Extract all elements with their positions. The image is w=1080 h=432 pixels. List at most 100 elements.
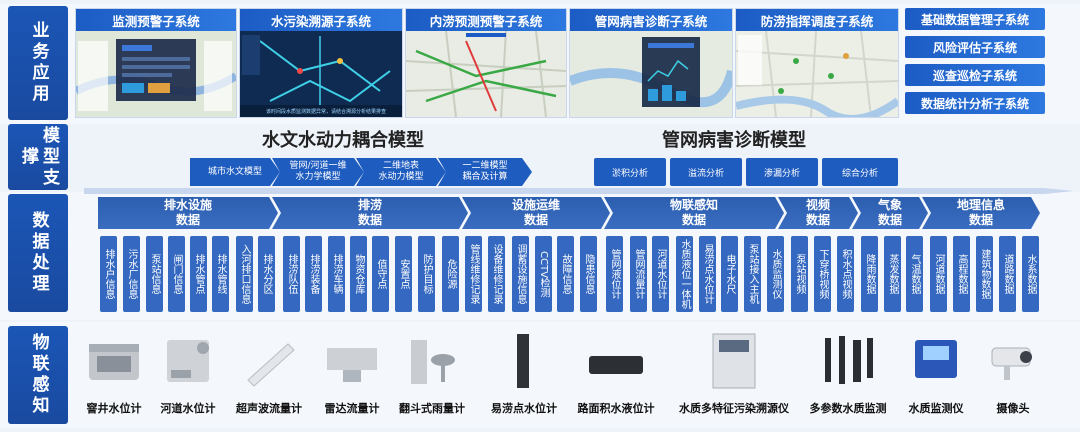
subsystem-screenshot-city-map [736, 31, 898, 117]
data-item: 危险源 [442, 236, 459, 312]
subsystem-screenshot-network: 该时间段水质监测数据异常，请结合溯源分析结果排查 [240, 31, 402, 117]
data-item: CCTV检测 [535, 236, 552, 312]
data-item: 防护目标 [418, 236, 435, 312]
data-item: 物资仓库 [350, 236, 367, 312]
pipe-step-leakage: 渗漏分析 [746, 158, 818, 186]
data-item: 泵站信息 [146, 236, 163, 312]
pipe-step-silting: 淤积分析 [594, 158, 666, 186]
subsystem-card-dispatch[interactable]: 防涝指挥调度子系统 [735, 8, 899, 118]
category-video: 视频 数据 [778, 197, 858, 229]
data-item: 气温数据 [906, 236, 923, 312]
hydro-step-1: 城市水文模型 [190, 158, 280, 186]
category-iot: 物联感知 数据 [604, 197, 784, 229]
hydro-step-3: 二维地表 水动力模型 [356, 158, 446, 186]
row-label-iot: 物联感知 [8, 326, 68, 424]
device-waterlogging-level: 易涝点水位计 [484, 330, 564, 416]
subsystem-title: 监测预警子系统 [76, 9, 236, 31]
device-label: 翻斗式雨量计 [399, 402, 465, 415]
camera-icon [991, 347, 1032, 380]
category-drainage: 排水设施 数据 [98, 197, 278, 229]
data-item: 调蓄设施信息 [512, 236, 529, 312]
step-label: 耦合及计算 [462, 172, 508, 182]
category-label: 地理信息 [956, 198, 1005, 212]
row-label-application: 业务应用 [8, 6, 68, 120]
device-label: 窨井水位计 [86, 402, 142, 415]
hydro-model-title: 水文水动力耦合模型 [262, 130, 424, 151]
data-item: 管线维修记录 [465, 236, 482, 312]
subsystem-title: 水污染溯源子系统 [240, 9, 402, 31]
data-item: 积水点视频 [837, 236, 854, 312]
data-item: 河道数据 [930, 236, 947, 312]
category-label: 数据 [523, 213, 548, 227]
subsystem-title: 管网病害诊断子系统 [570, 9, 732, 31]
subsystem-screenshot-map [76, 31, 236, 117]
data-item: 电子水尺 [721, 236, 738, 312]
hydro-step-4: 一二维模型 耦合及计算 [438, 158, 532, 186]
data-item: 污水厂信息 [123, 236, 140, 312]
screenshot-caption: 该时间段水质监测数据异常，请结合溯源分析结果排查 [266, 109, 387, 115]
device-label: 水质多特征污染溯源仪 [679, 402, 789, 415]
model-arrow [84, 188, 1074, 194]
device-water-quality-monitor: 水质监测仪 [896, 330, 976, 416]
data-item: 水质监测仪 [767, 236, 784, 312]
subsystem-card-flood-forecast[interactable]: 内涝预测预警子系统 [405, 8, 567, 118]
data-item: 易涝点水位计 [699, 236, 716, 312]
subsystem-button-statistics[interactable]: 数据统计分析子系统 [905, 92, 1045, 114]
device-label: 路面积水液位计 [577, 402, 655, 415]
step-label: 水动力模型 [378, 172, 424, 182]
category-label: 数据 [681, 213, 706, 227]
data-item: 排涝装备 [305, 236, 322, 312]
water-quality-monitor-icon [915, 340, 957, 378]
multi-param-probe-icon [825, 336, 873, 384]
ultrasonic-flowmeter-icon [247, 343, 295, 387]
data-item: 入河排口信息 [236, 236, 253, 312]
data-item: 下穿桥视频 [814, 236, 831, 312]
step-label: 城市水文模型 [207, 166, 262, 177]
subsystem-card-pollution-trace[interactable]: 水污染溯源子系统 该时间段水质监测数据异常，请结合溯源分析结果排查 [239, 8, 403, 118]
category-label: 数据 [968, 213, 993, 227]
device-label: 超声波流量计 [236, 402, 302, 415]
model-band [0, 124, 1080, 192]
row-label-model: 模型支撑 [8, 124, 68, 190]
radar-flowmeter-icon [327, 348, 377, 382]
subsystem-button-inspection[interactable]: 巡查巡检子系统 [905, 64, 1045, 86]
pipe-model-title: 管网病害诊断模型 [662, 130, 806, 151]
device-label: 河道水位计 [160, 402, 216, 415]
category-weather: 气象 数据 [852, 197, 928, 229]
pipe-step-overflow: 溢流分析 [670, 158, 742, 186]
data-item: 降雨数据 [861, 236, 878, 312]
data-item: 道路数据 [999, 236, 1016, 312]
subsystem-screenshot-dashboard [570, 31, 732, 117]
device-pollution-tracer: 水质多特征污染溯源仪 [668, 330, 800, 416]
data-item: 水系数据 [1022, 236, 1039, 312]
data-item: 泵站视频 [791, 236, 808, 312]
rain-gauge-icon [411, 340, 455, 384]
step-label: 一二维模型 [462, 161, 508, 171]
data-item: 安置点 [395, 236, 412, 312]
data-item: 高程数据 [953, 236, 970, 312]
device-radar-flow: 雷达流量计 [316, 330, 388, 416]
device-road-ponding: 路面积水液位计 [570, 330, 662, 416]
subsystem-button-basic-data[interactable]: 基础数据管理子系统 [905, 8, 1045, 30]
river-level-meter-icon [167, 340, 209, 382]
step-label: 水力学模型 [295, 172, 341, 182]
subsystem-button-risk[interactable]: 风险评估子系统 [905, 36, 1045, 58]
device-river-level: 河道水位计 [152, 330, 224, 416]
road-ponding-sensor-icon [589, 356, 643, 374]
data-item: 故障信息 [557, 236, 574, 312]
device-rain-gauge: 翻斗式雨量计 [392, 330, 472, 416]
subsystem-card-monitoring[interactable]: 监测预警子系统 [75, 8, 237, 118]
category-label: 气象 [877, 198, 902, 212]
subsystem-screenshot-grid [406, 31, 566, 117]
pollution-tracer-icon [712, 333, 756, 389]
data-item: 泵站接入主机 [744, 236, 761, 312]
device-label: 多参数水质监测 [809, 402, 887, 415]
category-label: 排涝 [357, 198, 382, 212]
device-camera: 摄像头 [980, 330, 1046, 416]
category-label: 数据 [357, 213, 382, 227]
subsystem-title: 内涝预测预警子系统 [406, 9, 566, 31]
subsystem-card-pipe-diagnosis[interactable]: 管网病害诊断子系统 [569, 8, 733, 118]
category-label: 数据 [805, 213, 830, 227]
data-item: 排水分区 [258, 236, 275, 312]
category-gis: 地理信息 数据 [922, 197, 1040, 229]
